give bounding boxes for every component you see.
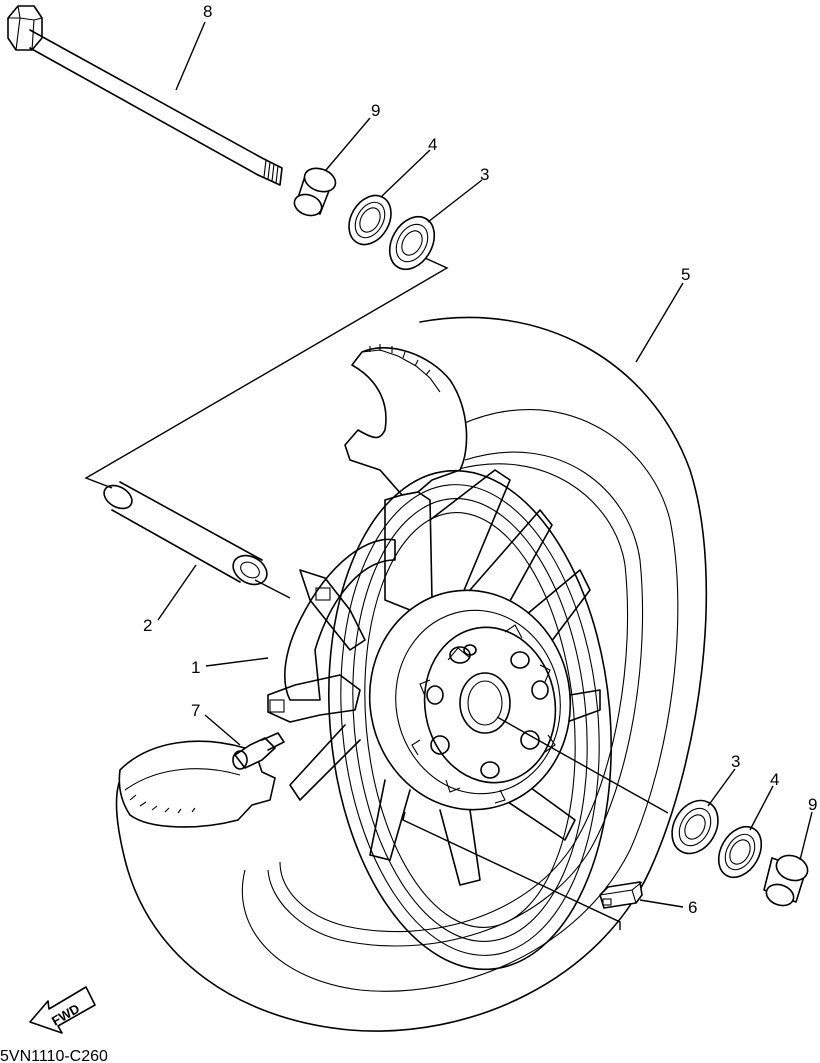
collar-top: [293, 167, 337, 217]
spacer-tube: [103, 481, 268, 586]
fwd-arrow-icon: FWD: [29, 986, 96, 1034]
oil-seal-bottom: [717, 825, 763, 879]
collar-bottom: [763, 854, 809, 907]
callout-1: 1: [191, 658, 200, 677]
bearing-bottom: [671, 799, 719, 855]
leader-lines: [157, 21, 813, 908]
callout-6: 6: [688, 898, 697, 917]
assembly-lines: [84, 257, 669, 930]
callout-labels: 8 9 4 3 5 2 1 7 3 4 9 6: [143, 2, 817, 917]
callout-5: 5: [681, 265, 690, 284]
diagram-code: 5VN1110-C260: [0, 1048, 108, 1063]
callout-8: 8: [203, 2, 212, 21]
tire: [115, 316, 708, 1032]
callout-9-top: 9: [371, 101, 380, 120]
callout-9-bottom: 9: [808, 795, 817, 814]
tire-valve: [232, 732, 285, 770]
callout-3-bottom: 3: [731, 752, 740, 771]
callout-4-bottom: 4: [770, 770, 779, 789]
wheel-axle: [7, 5, 283, 186]
oil-seal-top: [348, 194, 392, 246]
callout-4-top: 4: [428, 135, 437, 154]
bearing-top: [388, 215, 436, 271]
callout-2: 2: [143, 616, 152, 635]
callout-3-top: 3: [480, 165, 489, 184]
cast-wheel: [267, 469, 612, 971]
balance-weight: [599, 881, 643, 909]
callout-7: 7: [191, 701, 200, 720]
